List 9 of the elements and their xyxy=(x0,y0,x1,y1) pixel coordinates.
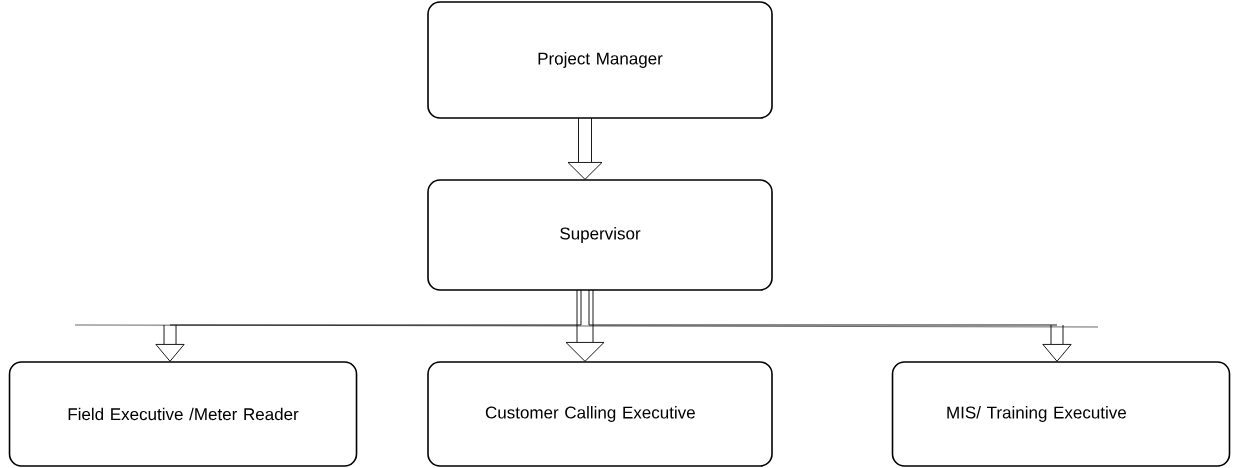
block-arrow xyxy=(588,289,1072,362)
block-arrow xyxy=(565,289,605,362)
role-box: Project Manager xyxy=(427,1,773,119)
role-box: Field Executive /Meter Reader xyxy=(8,361,358,467)
role-box: Supervisor xyxy=(427,179,773,291)
block-arrow xyxy=(567,117,603,180)
role-box: MIS/ Training Executive xyxy=(891,361,1231,467)
block-arrow xyxy=(155,289,582,362)
role-box: Customer Calling Executive xyxy=(427,361,773,467)
